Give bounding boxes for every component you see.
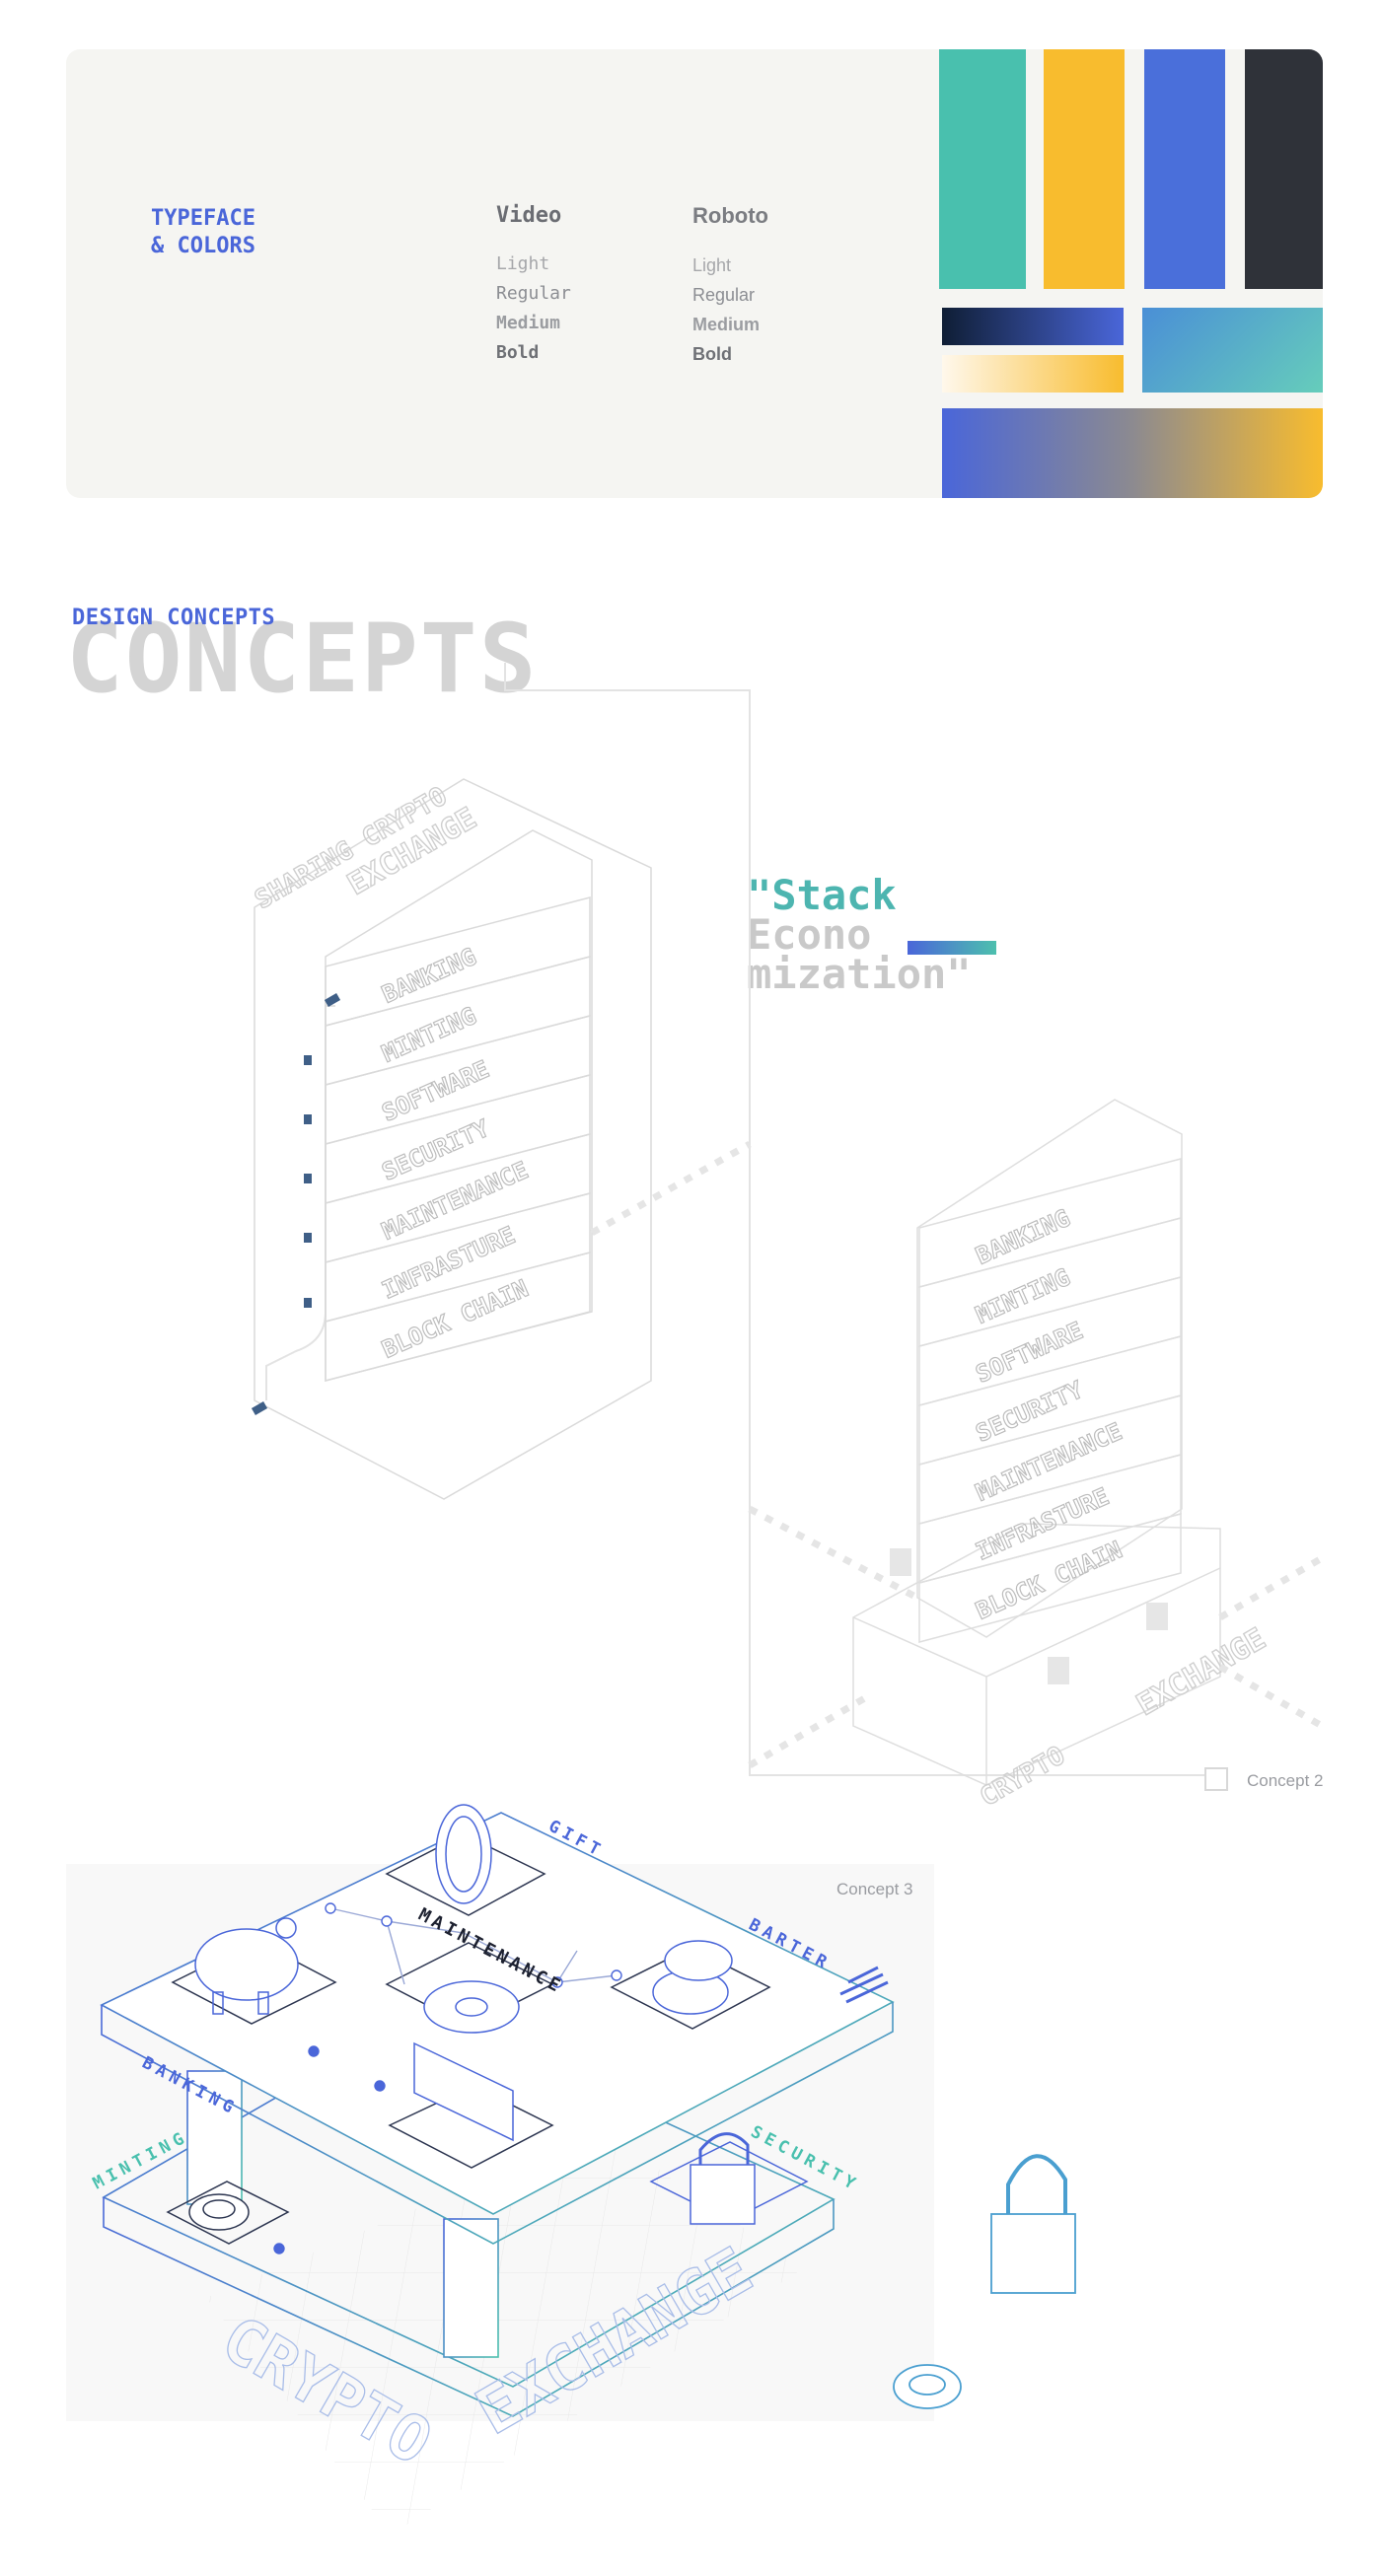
typeface-title-line2: & COLORS xyxy=(151,234,255,258)
concept1-dots xyxy=(251,993,341,1415)
concept1-header-text: SHARING CRYPTO EXCHANGE xyxy=(250,781,483,916)
gift-medal-icon xyxy=(385,1804,546,1916)
font-name-roboto: Roboto xyxy=(692,203,768,228)
stack-title-line3: mization" xyxy=(747,950,972,998)
stack-economization-title: "Stack Econo mization" xyxy=(747,871,972,998)
concept3-label: Concept 3 xyxy=(836,1880,913,1898)
concept1-layer xyxy=(325,1252,591,1382)
concept1-stack: BANKINGMINTINGSOFTWARESECURITYMAINTENANC… xyxy=(254,778,652,1500)
typeface-title-line1: TYPEFACE xyxy=(151,206,255,231)
design-concepts-label: DESIGN CONCEPTS xyxy=(72,606,276,630)
font-name-video: Video xyxy=(496,203,562,228)
weight-bold: Bold xyxy=(692,344,732,364)
concept2-dots xyxy=(890,1548,1168,1684)
weight-regular: Regular xyxy=(692,285,756,305)
padlock-icon-large xyxy=(990,2154,1076,2294)
padlock-icon xyxy=(649,2132,809,2225)
typeface-title: TYPEFACE & COLORS xyxy=(151,205,348,260)
dashed-floor-lines xyxy=(590,1140,1324,1769)
concepts-big-title: CONCEPTS xyxy=(66,604,539,714)
color-swatch-dark xyxy=(1245,49,1323,289)
font-roboto-column: Roboto Light Regular Medium Bold xyxy=(692,203,850,369)
weight-light: Light xyxy=(496,253,550,274)
coins-icon xyxy=(610,1940,771,2030)
gradient-swatch-dark-blue xyxy=(942,308,1124,345)
concept2-marker-box xyxy=(1204,1767,1228,1791)
floating-coin-icon xyxy=(893,2364,962,2409)
weight-bold: Bold xyxy=(496,342,540,363)
gradient-swatch-blue-yellow xyxy=(942,408,1323,498)
concept2-base-line2: EXCHANGE xyxy=(1131,1621,1272,1723)
concept2-label: Concept 2 xyxy=(1247,1771,1324,1790)
font-video-column: Video Light Regular Medium Bold xyxy=(496,203,654,368)
gradient-swatch-cream-yellow xyxy=(942,355,1124,393)
concept3-pillars xyxy=(186,2070,499,2358)
concept2-base-line1: CRYPTO xyxy=(976,1741,1070,1813)
weight-medium: Medium xyxy=(496,313,561,333)
gradient-swatch-blue-teal xyxy=(1142,308,1323,393)
color-swatch-teal xyxy=(939,49,1026,289)
weight-regular: Regular xyxy=(496,283,571,304)
concept3-floor-grid xyxy=(206,2130,804,2535)
credit-card-icon xyxy=(388,2041,554,2169)
stack-title-line1: "Stack xyxy=(747,871,897,919)
barter-arrows-icon xyxy=(839,1966,889,2004)
color-swatch-yellow xyxy=(1044,49,1125,289)
coin-icon xyxy=(166,2181,290,2245)
stack-accent-bar xyxy=(908,941,996,955)
weight-medium: Medium xyxy=(692,315,761,334)
weight-light: Light xyxy=(692,255,732,275)
network-nodes xyxy=(273,1902,622,2254)
piggy-bank-icon xyxy=(171,1917,337,2025)
color-swatch-blue xyxy=(1144,49,1225,289)
concept2-layer xyxy=(918,1513,1182,1643)
stack-title-line2: Econo xyxy=(747,910,872,959)
